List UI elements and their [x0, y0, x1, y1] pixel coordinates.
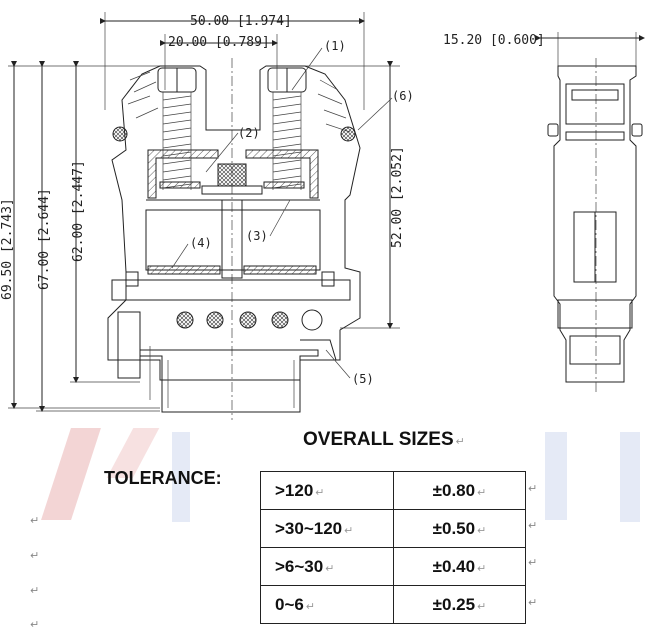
- watermark-stroke-blue: [545, 432, 567, 520]
- paragraph-mark: ↵: [30, 549, 40, 562]
- dim-width-50: 50.00 [1.974]: [190, 14, 292, 29]
- tolerance-cell: ±0.50↵: [393, 509, 526, 548]
- table-row: >30~120↵ ±0.50↵: [260, 509, 526, 548]
- range-cell: >30~120↵: [260, 509, 394, 548]
- range-cell: >6~30↵: [260, 547, 394, 586]
- dim-height-69-5: 69.50 [2.743]: [0, 198, 15, 300]
- dim-height-52: 52.00 [2.052]: [390, 146, 405, 248]
- tolerance-label: TOLERANCE:: [104, 468, 222, 488]
- range-cell: >120↵: [260, 471, 394, 510]
- dim-width-20: 20.00 [0.789]: [168, 35, 270, 50]
- dim-height-67: 67.00 [2.644]: [37, 188, 52, 290]
- paragraph-mark: ↵: [528, 556, 538, 569]
- table-row: >6~30↵ ±0.40↵: [260, 547, 526, 586]
- paragraph-mark: ↵: [30, 514, 40, 527]
- callout-leaders: [171, 47, 393, 379]
- side-view: [547, 58, 643, 392]
- paragraph-mark: ↵: [455, 436, 465, 448]
- overall-sizes-title: OVERALL SIZES↵: [303, 429, 465, 451]
- dimension-lines: [8, 12, 645, 412]
- tolerance-table: >120↵ ±0.80↵ >30~120↵ ±0.50↵ >6~30↵ ±0.4…: [260, 471, 526, 624]
- dim-side-width: 15.20 [0.600]: [443, 33, 545, 48]
- callout-1: (1): [324, 39, 346, 53]
- watermark-stroke-blue: [620, 432, 640, 522]
- paragraph-mark: ↵: [30, 618, 40, 631]
- callout-4: (4): [190, 236, 212, 250]
- paragraph-mark: ↵: [528, 482, 538, 495]
- callout-6: (6): [392, 89, 414, 103]
- callout-2: (2): [238, 126, 260, 140]
- dim-height-62: 62.00 [2.447]: [71, 160, 86, 262]
- paragraph-mark: ↵: [528, 519, 538, 532]
- callout-3: (3): [246, 229, 268, 243]
- table-row: >120↵ ±0.80↵: [260, 471, 526, 510]
- watermark-stroke-blue: [172, 432, 190, 522]
- tolerance-cell: ±0.80↵: [393, 471, 526, 510]
- front-view: [107, 58, 361, 420]
- overall-sizes-text: OVERALL SIZES: [303, 429, 454, 450]
- range-cell: 0~6↵: [260, 585, 394, 624]
- paragraph-mark: ↵: [528, 596, 538, 609]
- paragraph-mark: ↵: [30, 584, 40, 597]
- table-row: 0~6↵ ±0.25↵: [260, 585, 526, 624]
- tolerance-cell: ±0.40↵: [393, 547, 526, 586]
- tolerance-cell: ±0.25↵: [393, 585, 526, 624]
- callout-5: (5): [352, 372, 374, 386]
